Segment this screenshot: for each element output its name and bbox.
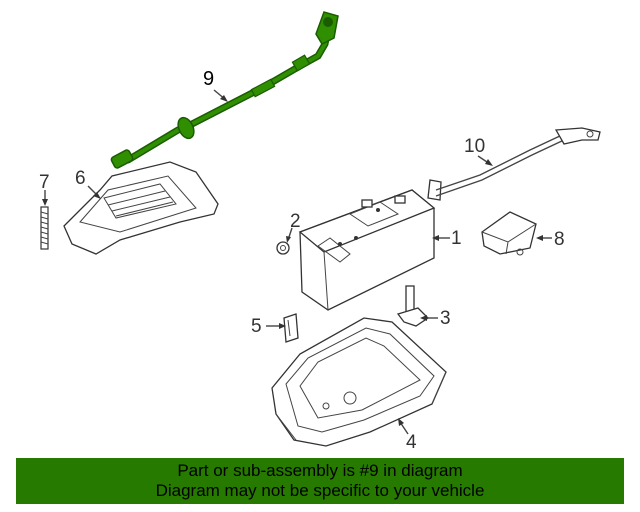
callout-10: 10 — [464, 136, 485, 157]
callout-6: 6 — [75, 168, 86, 189]
part-10-ground-strap[interactable] — [427, 127, 601, 201]
part-5-bracket[interactable] — [283, 313, 299, 343]
callout-2: 2 — [290, 211, 301, 232]
part-info-banner: Part or sub-assembly is #9 in diagram Di… — [16, 458, 624, 504]
part-9-battery-cable[interactable] — [110, 11, 339, 169]
part-1-battery[interactable] — [298, 189, 436, 311]
part-2-clip[interactable] — [276, 241, 290, 255]
callout-3: 3 — [440, 308, 451, 329]
callout-8: 8 — [554, 229, 565, 250]
callout-4: 4 — [406, 432, 417, 453]
banner-line-part: Part or sub-assembly is #9 in diagram — [177, 461, 463, 480]
callout-7: 7 — [39, 172, 50, 193]
part-4-battery-tray[interactable] — [271, 317, 447, 447]
callout-5: 5 — [251, 316, 262, 337]
callout-1: 1 — [451, 228, 462, 249]
parts-diagram: 9 10 7 6 2 1 8 5 3 4 — [39, 11, 601, 453]
callout-9: 9 — [203, 68, 214, 90]
part-7-stud[interactable] — [40, 206, 49, 250]
leader-lines — [42, 89, 552, 435]
part-8-module[interactable] — [481, 211, 537, 256]
part-6-battery-cover[interactable] — [63, 161, 219, 255]
part-3-clamp[interactable] — [396, 285, 430, 327]
banner-line-disclaimer: Diagram may not be specific to your vehi… — [155, 481, 485, 500]
